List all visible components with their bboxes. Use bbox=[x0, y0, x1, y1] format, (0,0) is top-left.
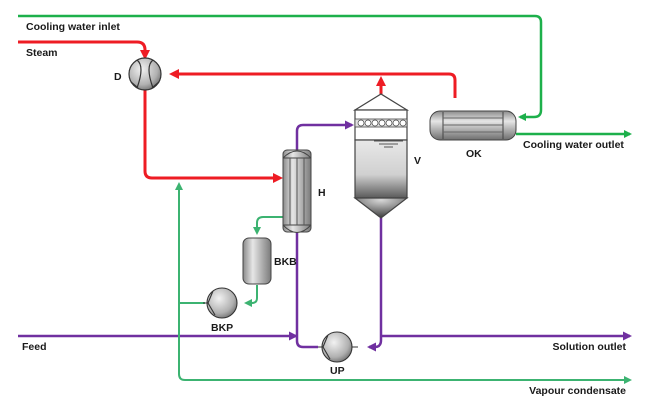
heater-to-up-line bbox=[295, 232, 318, 349]
heater-h[interactable] bbox=[282, 149, 312, 233]
cooling-water-inlet-line bbox=[18, 14, 543, 121]
label-cooling-water-outlet: Cooling water outlet bbox=[523, 139, 624, 151]
tag-h: H bbox=[318, 187, 326, 199]
separator-to-up-line bbox=[367, 218, 383, 352]
heater-to-separator-line bbox=[295, 120, 354, 150]
tag-bkb: BKB bbox=[274, 256, 297, 268]
label-vapour-condensate: Vapour condensate bbox=[529, 385, 626, 397]
label-steam: Steam bbox=[26, 47, 58, 59]
tag-ok: OK bbox=[466, 148, 482, 160]
vapour-return-line bbox=[169, 69, 457, 98]
heater-to-bkb-line bbox=[253, 216, 283, 235]
circulation-pump-up[interactable] bbox=[318, 331, 358, 363]
label-solution-outlet: Solution outlet bbox=[553, 341, 627, 353]
condensate-pump-bkp[interactable] bbox=[203, 287, 238, 319]
label-cooling-water-inlet: Cooling water inlet bbox=[26, 21, 120, 33]
label-feed: Feed bbox=[22, 341, 47, 353]
steam-line bbox=[18, 40, 150, 60]
separator-v[interactable] bbox=[352, 93, 410, 219]
tag-d: D bbox=[114, 71, 122, 83]
vapour-condensate-line bbox=[178, 303, 632, 384]
bkb-to-bkp-line bbox=[244, 285, 258, 307]
desuperheater-d[interactable] bbox=[128, 57, 162, 91]
tag-v: V bbox=[414, 155, 421, 167]
tag-bkp: BKP bbox=[211, 322, 233, 334]
condensate-tank-bkb[interactable] bbox=[242, 237, 272, 285]
condenser-ok[interactable] bbox=[429, 110, 517, 141]
steam-to-heater-line bbox=[143, 90, 283, 183]
tag-up: UP bbox=[330, 365, 345, 377]
